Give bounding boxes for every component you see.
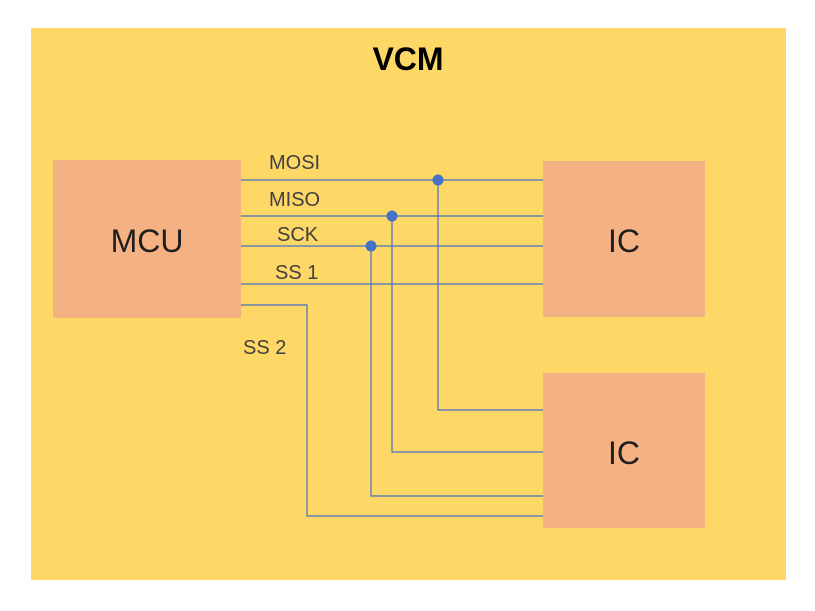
ss2-wire: [241, 304, 543, 517]
miso-junction-dot: [386, 210, 398, 222]
sck-branch-wire: [370, 246, 543, 497]
mosi-junction-dot: [432, 174, 444, 186]
miso-label: MISO: [269, 189, 320, 211]
miso-branch-wire: [391, 216, 543, 453]
mcu-block: [53, 160, 241, 318]
ss1-label: SS 1: [275, 262, 318, 284]
mosi-branch-wire: [437, 180, 543, 411]
diagram-title: VCM: [372, 41, 443, 77]
sck-junction-dot: [365, 240, 377, 252]
ic-bottom-block: [543, 373, 705, 528]
ic-top-block: [543, 161, 705, 317]
ic-bottom-label: IC: [608, 435, 640, 471]
ss2-label: SS 2: [243, 337, 286, 359]
mosi-label: MOSI: [269, 152, 320, 174]
ic-top-label: IC: [608, 223, 640, 259]
mcu-label: MCU: [111, 223, 184, 259]
sck-label: SCK: [277, 224, 319, 246]
